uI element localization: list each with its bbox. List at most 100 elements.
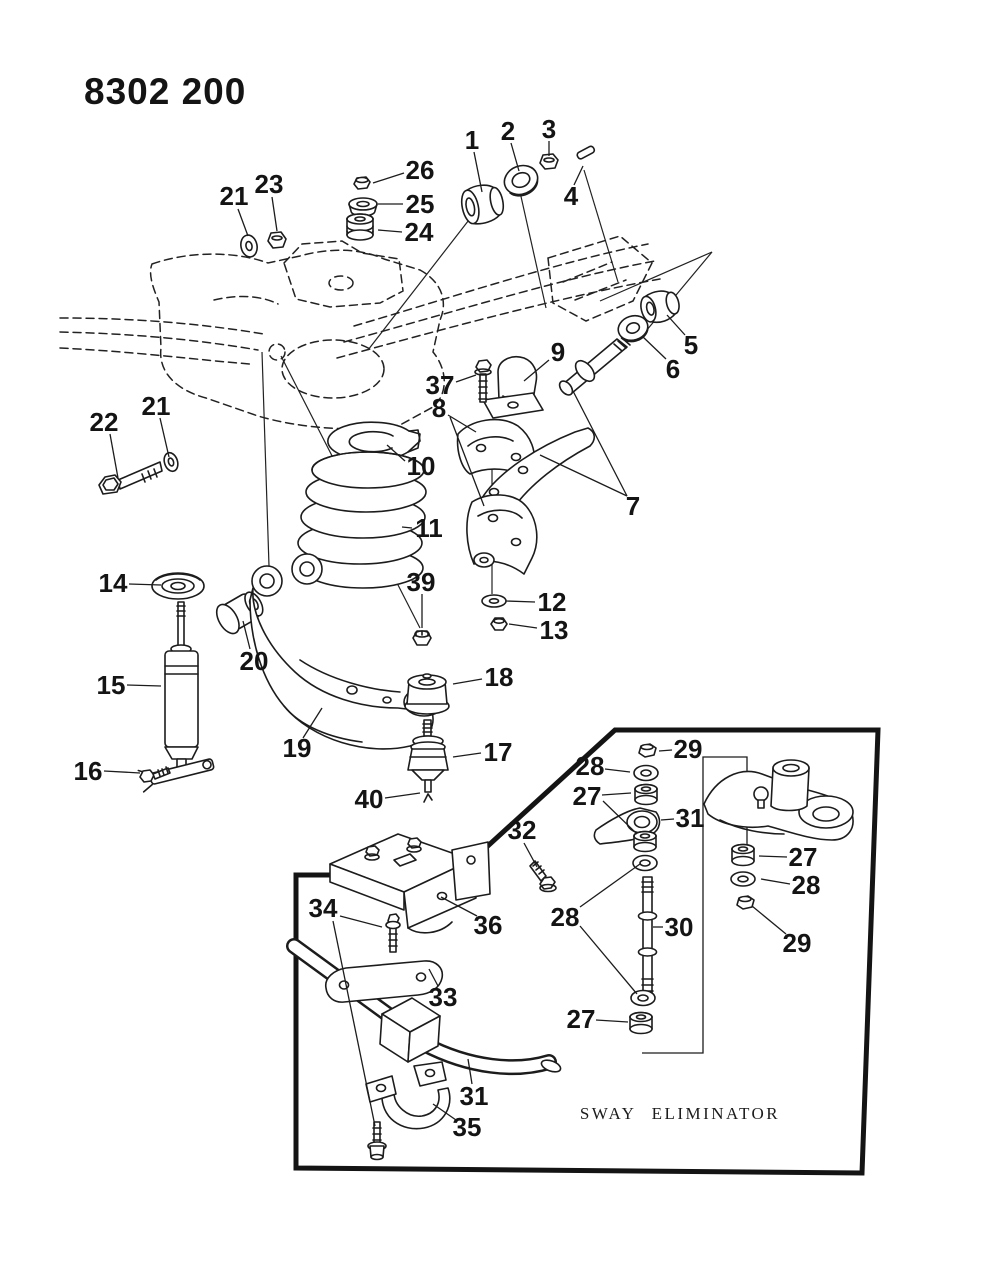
callout-34: 34 bbox=[309, 893, 338, 923]
retainer-plate bbox=[324, 960, 444, 1003]
leader-line-37 bbox=[455, 374, 477, 383]
callout-26: 26 bbox=[406, 155, 435, 185]
leader-line-28 bbox=[760, 878, 791, 885]
leader-line-28 bbox=[579, 863, 641, 908]
callout-4: 4 bbox=[564, 181, 579, 211]
callout-2: 2 bbox=[501, 116, 515, 146]
anchor-bolt bbox=[529, 860, 557, 893]
small-fasteners-center bbox=[412, 594, 508, 646]
strut-brackets bbox=[456, 418, 596, 575]
callout-27: 27 bbox=[573, 781, 602, 811]
leader-line-40 bbox=[384, 792, 421, 799]
leader-line-16 bbox=[103, 770, 141, 774]
callout-20: 20 bbox=[240, 646, 269, 676]
callout-10: 10 bbox=[407, 451, 436, 481]
leader-line-28 bbox=[604, 768, 631, 773]
leader-line-24 bbox=[377, 229, 403, 233]
link-rod bbox=[629, 876, 658, 1035]
inset-caption: SWAY ELIMINATOR bbox=[580, 1104, 780, 1123]
leader-line-36 bbox=[440, 896, 478, 917]
anchor-bracket bbox=[329, 833, 491, 934]
leader-line-31 bbox=[467, 1058, 473, 1085]
leader-line-34 bbox=[339, 915, 383, 928]
callout-6: 6 bbox=[666, 354, 680, 384]
coil-spring bbox=[297, 451, 427, 589]
callout-36: 36 bbox=[474, 910, 503, 940]
leader-line-26 bbox=[372, 172, 405, 184]
link-lower-fasteners bbox=[730, 843, 756, 910]
leader-line-20 bbox=[242, 620, 251, 650]
shock-absorber bbox=[137, 601, 215, 793]
sway-bar-bushing-block bbox=[379, 997, 441, 1063]
leader-line-1 bbox=[473, 151, 483, 193]
leader-line-2 bbox=[510, 142, 520, 172]
callout-27: 27 bbox=[789, 842, 818, 872]
leader-line-33 bbox=[428, 968, 439, 987]
callout-24: 24 bbox=[405, 217, 434, 247]
page-code: 8302 200 bbox=[84, 71, 246, 112]
callout-15: 15 bbox=[97, 670, 126, 700]
callout-1: 1 bbox=[465, 125, 479, 155]
arm-boss-bushing bbox=[404, 673, 450, 715]
leader-line-34 bbox=[332, 920, 376, 1127]
link-stack bbox=[632, 743, 659, 872]
upper-bushing-set bbox=[460, 145, 596, 225]
leader-line-9 bbox=[523, 359, 550, 382]
callout-11: 11 bbox=[415, 513, 443, 543]
callout-28: 28 bbox=[576, 751, 605, 781]
leader-line-28 bbox=[579, 925, 638, 995]
link-retainer-bracket bbox=[703, 759, 854, 841]
callout-28: 28 bbox=[792, 870, 821, 900]
leader-line-23 bbox=[271, 196, 278, 232]
callout-13: 13 bbox=[540, 615, 569, 645]
leader-line-27 bbox=[602, 800, 638, 835]
callout-33: 33 bbox=[429, 982, 458, 1012]
pivot-bolt bbox=[98, 451, 179, 495]
strut-rod bbox=[558, 337, 631, 396]
callout-39: 39 bbox=[407, 567, 436, 597]
leader-line-35 bbox=[432, 1103, 457, 1121]
leader-line-17 bbox=[452, 752, 482, 758]
leader-line-18 bbox=[452, 678, 483, 685]
leader-line-4 bbox=[573, 165, 584, 186]
leader-line-29 bbox=[658, 749, 673, 752]
leader-line-12 bbox=[505, 600, 536, 603]
leader-line-27 bbox=[758, 855, 788, 858]
leader-line-8 bbox=[449, 416, 485, 507]
leader-line-7 bbox=[539, 454, 628, 497]
callout-16: 16 bbox=[74, 756, 103, 786]
callout-3: 3 bbox=[542, 114, 556, 144]
callout-35: 35 bbox=[453, 1112, 482, 1142]
callout-31: 31 bbox=[676, 803, 705, 833]
alignment-lines bbox=[261, 169, 713, 629]
leader-line-29 bbox=[751, 905, 787, 935]
callout-30: 30 bbox=[665, 912, 694, 942]
callout-40: 40 bbox=[355, 784, 384, 814]
callout-37: 37 bbox=[426, 370, 455, 400]
leader-line-21 bbox=[237, 208, 249, 237]
callout-25: 25 bbox=[406, 189, 435, 219]
callout-18: 18 bbox=[485, 662, 514, 692]
leader-line-13 bbox=[508, 623, 538, 629]
callout-21: 21 bbox=[142, 391, 171, 421]
callout-28: 28 bbox=[551, 902, 580, 932]
leader-line-27 bbox=[601, 792, 632, 796]
bump-stop-bolt bbox=[474, 359, 492, 403]
callout-19: 19 bbox=[283, 733, 312, 763]
clamp-bolts bbox=[367, 913, 401, 1161]
callout-21: 21 bbox=[220, 181, 249, 211]
leader-line-15 bbox=[126, 684, 162, 687]
leader-line-5 bbox=[666, 314, 686, 336]
callout-7: 7 bbox=[626, 491, 640, 521]
leader-line-31 bbox=[660, 818, 675, 821]
callout-17: 17 bbox=[484, 737, 513, 767]
leader-line-6 bbox=[641, 335, 667, 360]
ball-joint bbox=[407, 719, 449, 803]
callout-27: 27 bbox=[567, 1004, 596, 1034]
frame-crossmember-dashed bbox=[59, 235, 661, 430]
leader-line-21 bbox=[159, 417, 170, 458]
shock-mount bbox=[151, 572, 205, 600]
sway-bar-clamp bbox=[365, 1061, 451, 1130]
